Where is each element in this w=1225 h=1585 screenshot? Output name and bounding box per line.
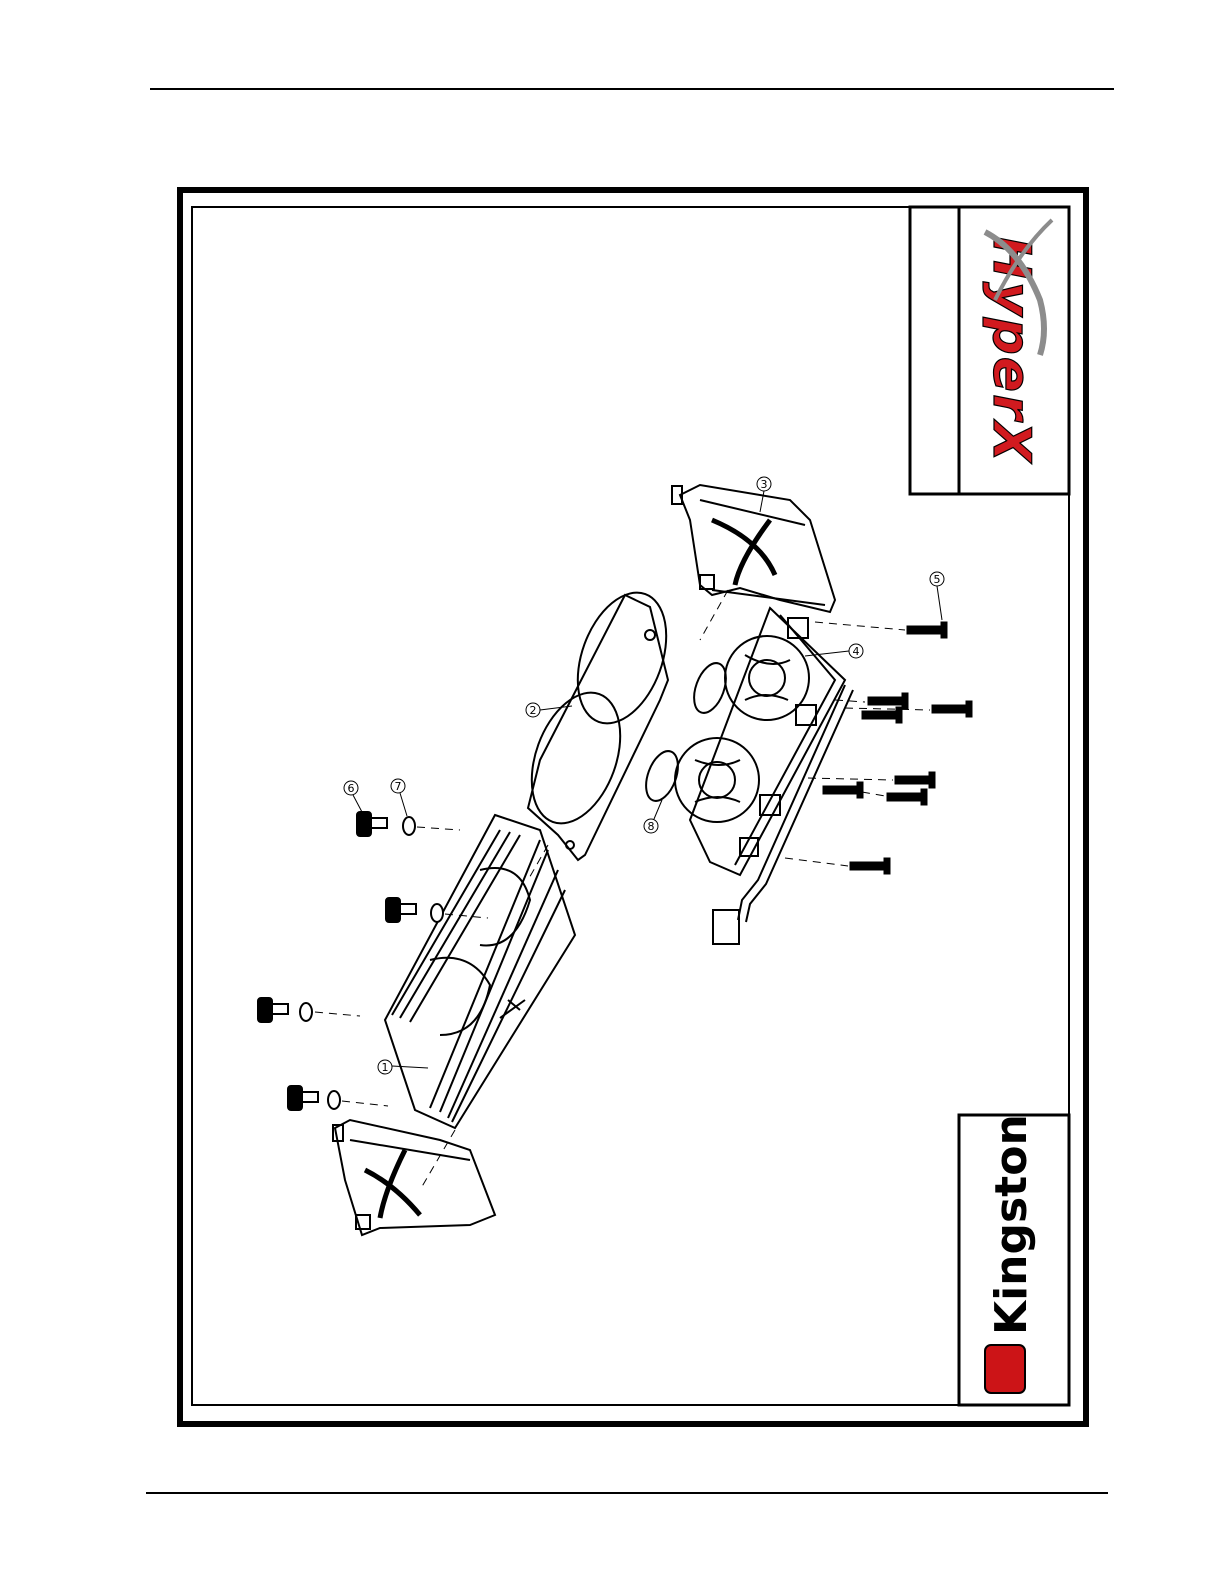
hyperx-title-block: HyperX xyxy=(910,207,1069,494)
fan-connector xyxy=(713,910,739,944)
kingston-head-icon xyxy=(985,1345,1025,1393)
assembly-guide-lines xyxy=(315,590,930,1190)
svg-text:2: 2 xyxy=(530,704,537,717)
bottom-clip xyxy=(333,1120,495,1235)
outer-frame xyxy=(180,190,1086,1424)
callouts: 1 2 3 4 5 6 7 8 xyxy=(344,477,944,1074)
inner-frame xyxy=(192,207,1069,1405)
svg-text:7: 7 xyxy=(395,780,402,793)
footer-rule xyxy=(146,1492,1108,1494)
callout-5: 5 xyxy=(930,572,944,620)
svg-text:3: 3 xyxy=(761,478,768,491)
svg-text:1: 1 xyxy=(382,1061,389,1074)
callout-7: 7 xyxy=(391,779,407,816)
part-1-heat-spreader xyxy=(385,815,575,1128)
kingston-wordmark: Kingston xyxy=(986,1114,1037,1335)
svg-text:5: 5 xyxy=(934,573,941,586)
svg-text:4: 4 xyxy=(853,645,860,658)
part-8-badges xyxy=(640,659,732,805)
callout-8: 8 xyxy=(644,800,662,833)
part-3-clip xyxy=(672,485,835,612)
part-2-gasket xyxy=(515,580,683,860)
callout-6: 6 xyxy=(344,781,362,812)
kingston-title-block: Kingston xyxy=(959,1114,1069,1405)
svg-text:6: 6 xyxy=(348,782,355,795)
svg-text:8: 8 xyxy=(648,820,655,833)
part-5-fan-screws xyxy=(823,622,972,874)
fan-cable xyxy=(713,685,853,944)
